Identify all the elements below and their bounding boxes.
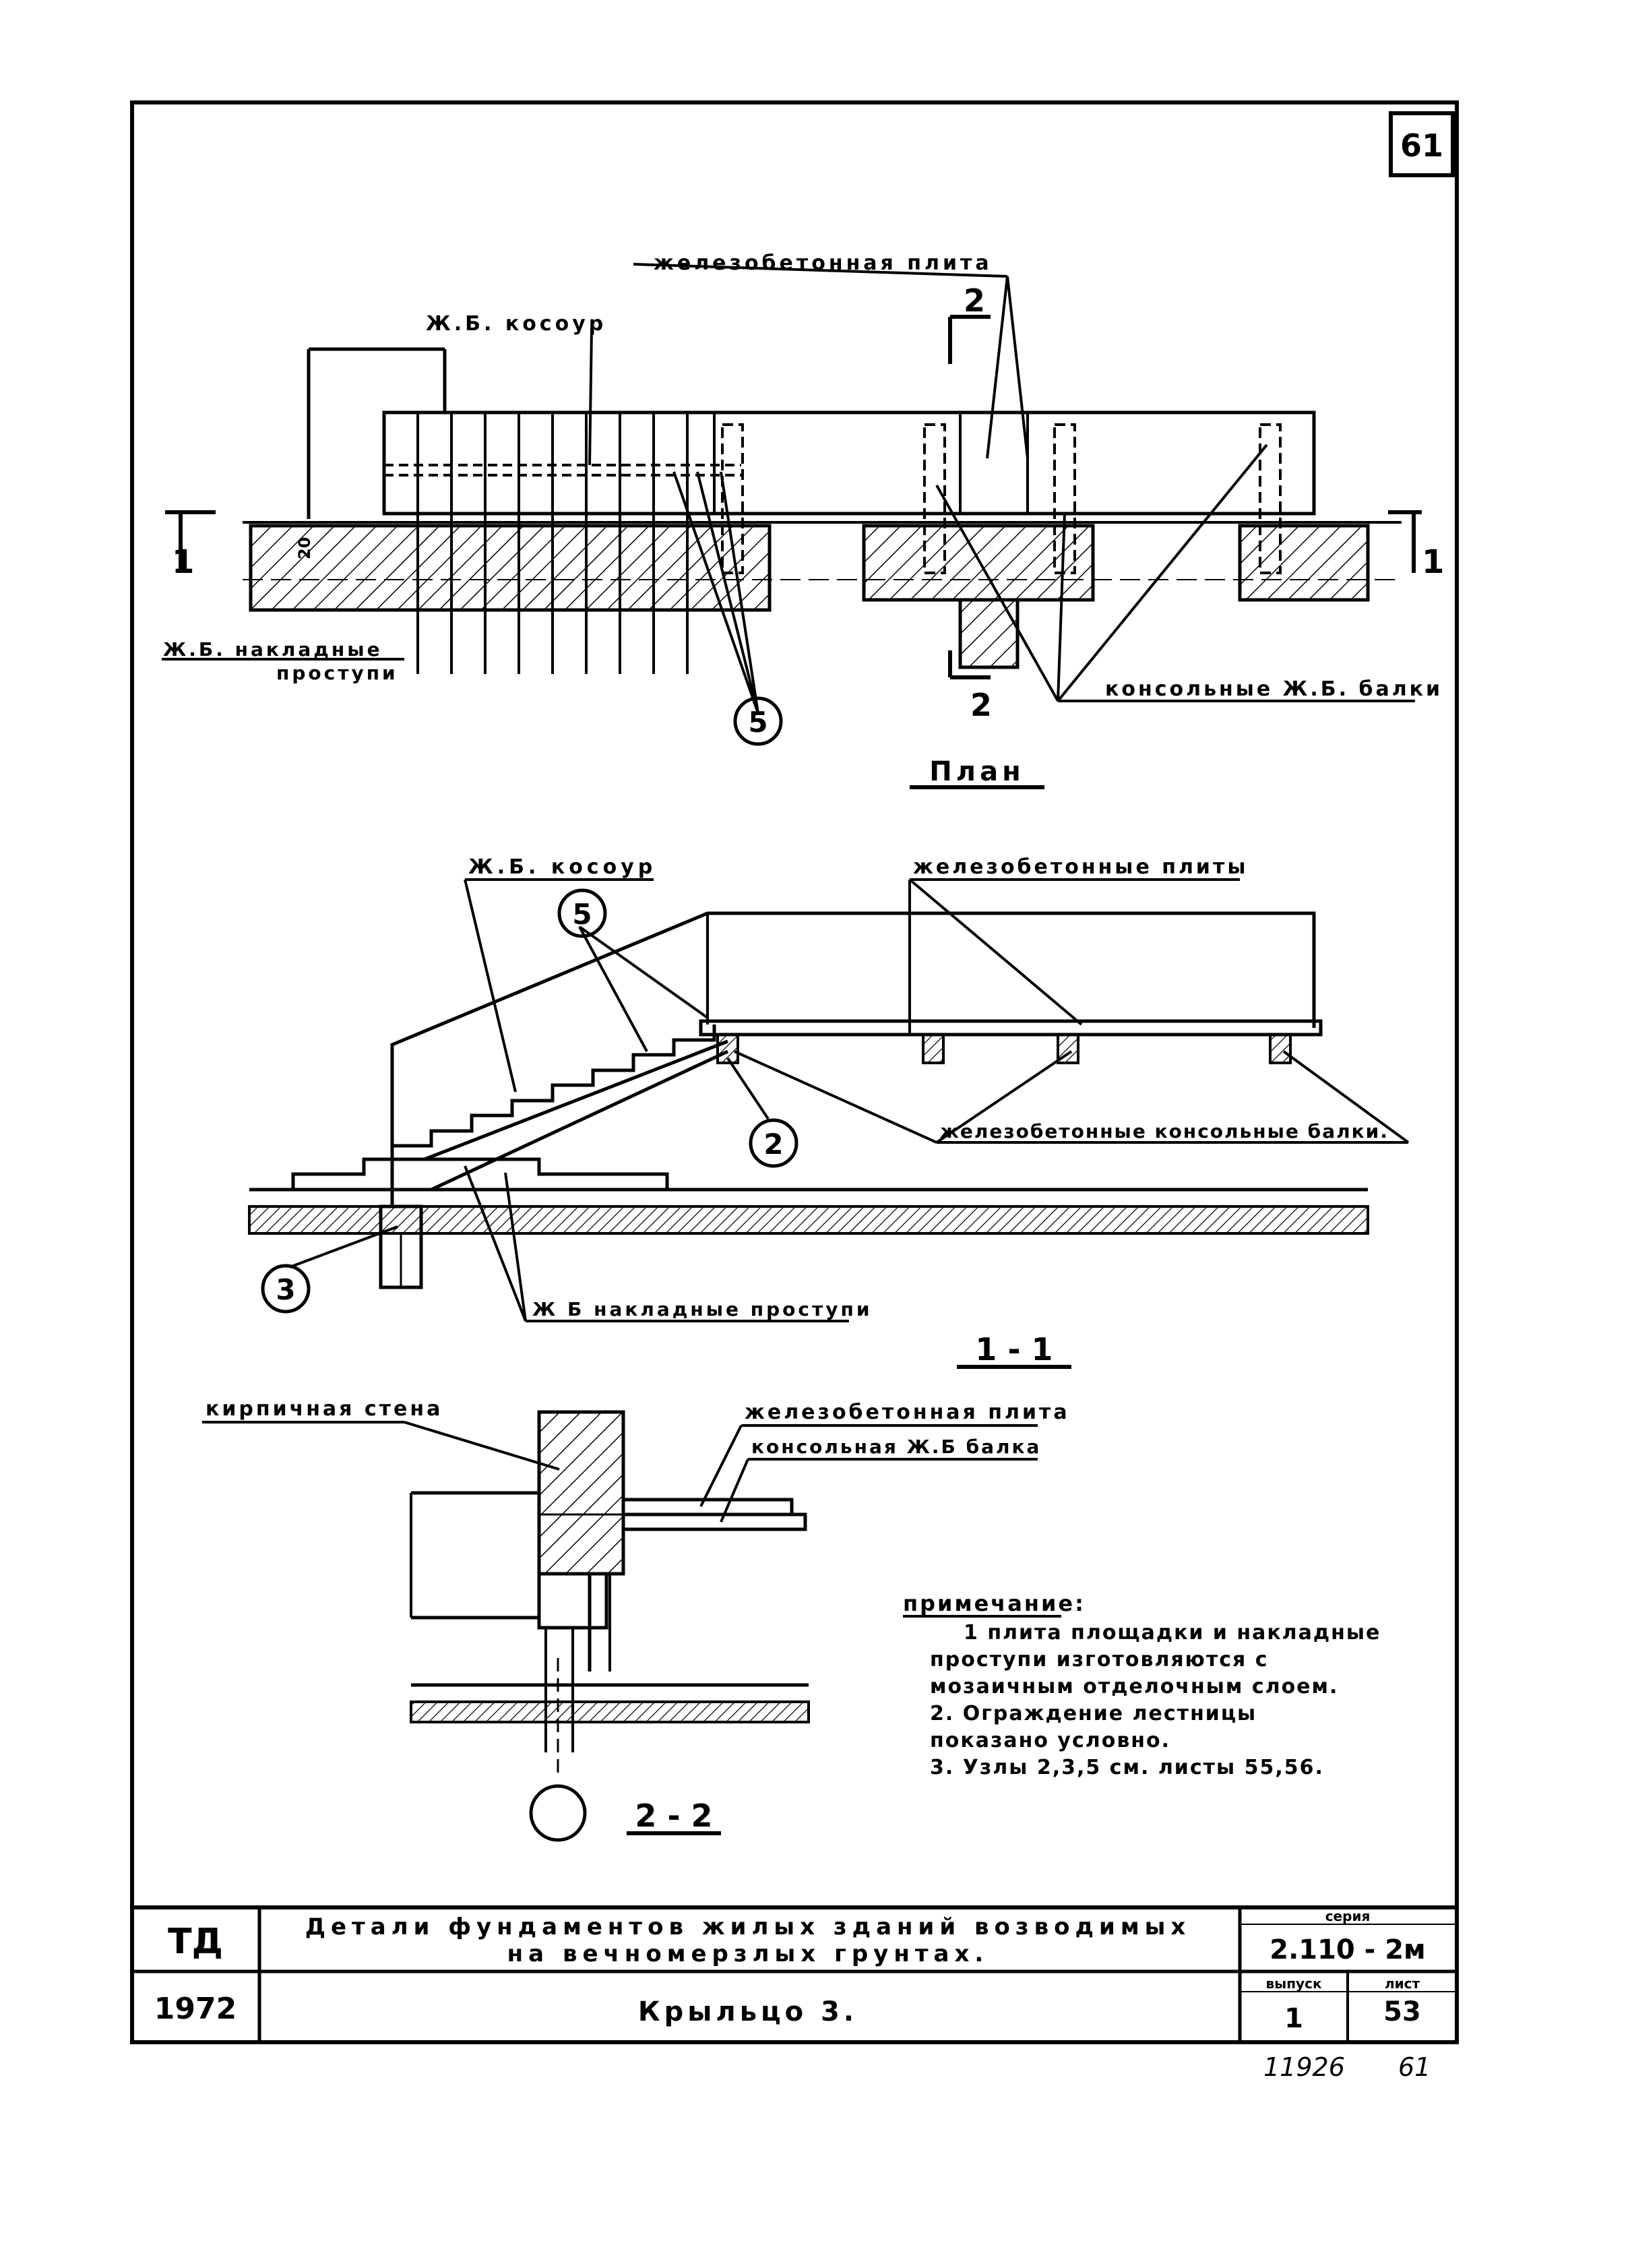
s22-label-brick-wall: кирпичная стена — [206, 1397, 443, 1421]
plan-title: План — [929, 756, 1024, 787]
plan-label-stringer: Ж.Б. косоур — [426, 312, 606, 336]
s11-title: 1 - 1 — [975, 1331, 1053, 1368]
plan-label-treads-1: Ж.Б. накладные — [163, 638, 383, 661]
s22-leaders — [202, 1421, 1038, 1523]
s11-stair-outline — [390, 911, 1316, 1146]
tb-issue-label: выпуск — [1265, 1975, 1321, 1992]
s22-wall-lower — [537, 1572, 608, 1630]
s22-label-cantilever: консольная Ж.Б балка — [751, 1436, 1041, 1458]
title-block — [132, 1905, 1457, 2042]
tb-year: 1972 — [154, 1992, 237, 2026]
s11-node-3-circle — [261, 1264, 311, 1314]
plan-label-rc-slab: железобетонная плита — [654, 251, 993, 275]
notes-line-2: проступи изготовляются с — [930, 1648, 1269, 1672]
s22-axis-circle — [529, 1784, 587, 1842]
s11-node-5-label: 5 — [572, 898, 592, 931]
tb-issue-value: 1 — [1284, 2003, 1303, 2034]
tb-series-label: серия — [1325, 1908, 1371, 1924]
s11-label-cantilever: железобетонные консольные балки. — [940, 1120, 1389, 1142]
s22-ground-hatch — [410, 1700, 810, 1723]
notes-line-4: 2. Ограждение лестницы — [930, 1702, 1257, 1725]
notes-line-5: показано условно. — [930, 1729, 1170, 1752]
plan-section-1-right-label: 1 — [1422, 543, 1444, 581]
notes-block: примечание: 1 плита площадки и накладные… — [903, 1591, 1381, 1779]
s11-node-2-label: 2 — [763, 1128, 783, 1161]
plan-cantilever-beams — [721, 423, 1282, 574]
tb-sheet-value: 53 — [1383, 1996, 1421, 2027]
s11-ground-hatch — [248, 1205, 1369, 1235]
plan-dim-20: 20 — [295, 537, 314, 559]
plan-view — [162, 263, 1422, 789]
tb-series-value: 2.110 - 2м — [1269, 1934, 1426, 1965]
plan-node-5-label: 5 — [748, 706, 767, 739]
s11-beam-4 — [1269, 1033, 1292, 1064]
notes-heading: примечание: — [903, 1591, 1086, 1616]
plan-section-mark-2 — [948, 315, 991, 679]
s11-beam-2 — [922, 1033, 945, 1064]
s11-label-stringer: Ж.Б. косоур — [468, 855, 656, 879]
notes-line-3: мозаичным отделочным слоем. — [930, 1675, 1338, 1698]
s11-node-3-label: 3 — [276, 1273, 295, 1306]
plan-leaders — [162, 263, 1415, 714]
s11-node-5-circle — [557, 888, 607, 938]
s11-label-treads: Ж Б накладные проступи — [532, 1298, 872, 1320]
section-2-2-view — [202, 1410, 1038, 1842]
footer-page: 61 — [1398, 2052, 1431, 2082]
s22-beam — [621, 1512, 807, 1531]
notes-line-6: 3. Узлы 2,3,5 см. листы 55,56. — [930, 1756, 1324, 1779]
plan-section-2-bottom-label: 2 — [970, 687, 992, 723]
corner-number-box: 61 — [1389, 111, 1455, 177]
plan-steps — [384, 412, 741, 674]
s22-wall — [537, 1410, 625, 1576]
s11-leaders — [289, 878, 1410, 1322]
plan-foundation-left — [249, 524, 772, 612]
s22-slab — [621, 1498, 794, 1516]
tb-subtitle: Крыльцо 3. — [638, 1996, 858, 2027]
corner-number: 61 — [1400, 127, 1443, 164]
tb-sheet-label: лист — [1385, 1975, 1420, 1992]
plan-foundation-mid-stem — [958, 598, 1020, 669]
s11-node-2-circle — [749, 1118, 798, 1168]
s11-label-rc-slabs: железобетонные плиты — [913, 855, 1248, 879]
section-1-1-view — [248, 878, 1410, 1369]
tb-title-line-1: Детали фундаментов жилых зданий возводим… — [305, 1913, 1191, 1940]
tb-title-line-2: на вечномерзлых грунтах. — [507, 1940, 989, 1967]
s11-steps — [392, 1024, 716, 1148]
tb-td: ТД — [168, 1922, 223, 1962]
plan-node-5-circle — [733, 696, 783, 746]
plan-slab — [382, 410, 1316, 516]
sheet-frame — [130, 100, 1459, 2044]
plan-section-1-left-label: 1 — [172, 543, 194, 581]
footer-number: 11926 — [1263, 2052, 1345, 2082]
notes-line-1: 1 плита площадки и накладные — [964, 1621, 1381, 1645]
plan-section-mark-1-right — [1388, 510, 1422, 573]
plan-foundation-mid — [862, 524, 1095, 602]
s22-title: 2 - 2 — [635, 1798, 712, 1834]
plan-label-treads-2: проступи — [276, 662, 398, 684]
s11-slab — [699, 1019, 1323, 1037]
plan-section-2-top-label: 2 — [964, 282, 985, 319]
plan-label-cantilever: консольные Ж.Б. балки — [1105, 677, 1443, 701]
s22-label-rc-slab: железобетонная плита — [745, 1401, 1070, 1424]
plan-section-mark-1-left — [165, 510, 216, 573]
